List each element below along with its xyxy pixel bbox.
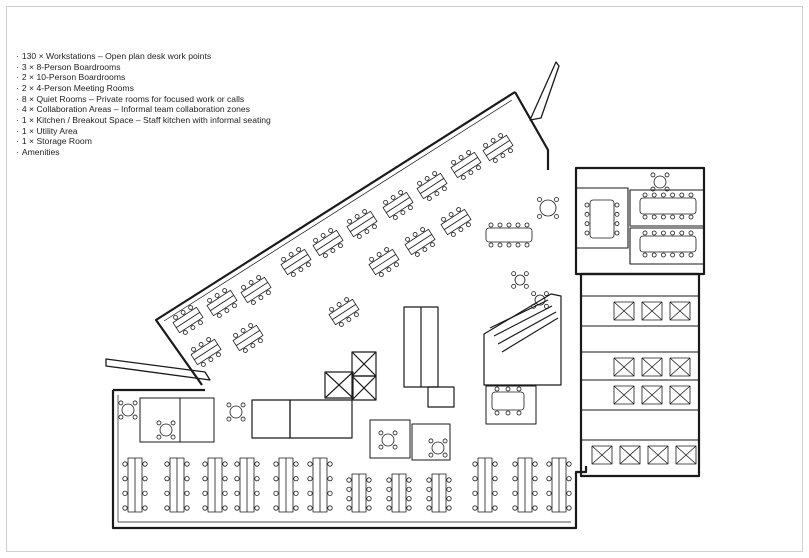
round-table — [537, 197, 559, 219]
legend-item-collaboration-areas: ·4 × Collaboration Areas – Informal team… — [16, 104, 250, 115]
desk-bank — [512, 457, 538, 513]
furniture-layer — [118, 133, 697, 513]
desk-cluster — [404, 227, 436, 257]
meeting-table — [584, 199, 620, 239]
desk-bank — [234, 457, 260, 513]
west-rooms — [139, 385, 537, 461]
envelope-inner-line — [117, 99, 571, 523]
meeting-table — [485, 222, 533, 248]
desk-bank — [426, 473, 452, 513]
quiet-room-furniture — [669, 385, 691, 405]
legend-item-kitchen-breakout: ·1 × Kitchen / Breakout Space – Staff ki… — [16, 114, 271, 125]
quiet-room-furniture — [641, 301, 663, 321]
quiet-room-furniture — [613, 357, 635, 377]
desk-bank — [273, 457, 299, 513]
round-table — [118, 400, 138, 420]
legend-item-10-person-boardrooms: ·2 × 10-Person Boardrooms — [16, 72, 126, 83]
quiet-room-furniture — [613, 385, 635, 405]
round-table — [650, 172, 670, 192]
quiet-room-furniture — [641, 357, 663, 377]
round-table — [156, 420, 176, 440]
desk-cluster — [280, 247, 312, 277]
desk-cluster — [312, 228, 344, 258]
entry-canopy — [105, 358, 211, 381]
quiet-room-furniture — [647, 445, 669, 465]
desk-cluster — [172, 305, 204, 335]
quiet-room-furniture — [619, 445, 641, 465]
legend-item-workstations: ·130 × Workstations – Open plan desk wor… — [16, 51, 212, 61]
quiet-room-furniture — [669, 357, 691, 377]
desk-bank — [202, 457, 228, 513]
desk-bank — [546, 457, 572, 513]
quiet-room-furniture — [669, 301, 691, 321]
round-table — [511, 271, 529, 289]
desk-bank — [164, 457, 190, 513]
quiet-room-furniture — [641, 385, 663, 405]
meeting-table — [491, 386, 525, 416]
desk-cluster — [240, 275, 272, 305]
desk-cluster — [328, 297, 360, 327]
desk-bank — [122, 457, 148, 513]
quiet-room-furniture — [613, 301, 635, 321]
legend-item-quiet-rooms: ·8 × Quiet Rooms – Private rooms for foc… — [16, 93, 245, 104]
east-rooms — [575, 187, 705, 441]
round-table — [531, 291, 549, 309]
desk-cluster — [206, 288, 238, 318]
legend-item-utility-area: ·1 × Utility Area — [16, 125, 78, 136]
meeting-table — [639, 192, 697, 220]
round-table — [226, 402, 246, 422]
desk-cluster — [450, 150, 482, 180]
desk-cluster — [232, 323, 264, 353]
drawing-frame — [6, 6, 803, 552]
round-table — [428, 438, 448, 458]
desk-cluster — [368, 247, 400, 277]
legend-item-amenities: ·Amenities — [16, 146, 60, 157]
legend-item-storage-room: ·1 × Storage Room — [16, 136, 92, 147]
desk-bank — [472, 457, 498, 513]
desk-cluster — [346, 209, 378, 239]
desk-cluster — [382, 190, 414, 220]
desk-cluster — [440, 207, 472, 237]
legend-item-4-person-meeting-rooms: ·2 × 4-Person Meeting Rooms — [16, 82, 134, 93]
desk-bank — [307, 457, 333, 513]
desk-cluster — [190, 337, 222, 367]
desk-cluster — [416, 171, 448, 201]
desk-bank — [386, 473, 412, 513]
quiet-room-furniture — [675, 445, 697, 465]
desk-bank — [346, 473, 372, 513]
floor-plan-legend: ·130 × Workstations – Open plan desk wor… — [16, 51, 271, 158]
desk-cluster — [482, 133, 514, 163]
building-core — [251, 293, 562, 439]
quiet-room-furniture — [591, 445, 613, 465]
north-fin — [529, 61, 560, 121]
round-table — [378, 430, 398, 450]
meeting-table — [639, 230, 697, 258]
legend-item-8-person-boardrooms: ·3 × 8-Person Boardrooms — [16, 61, 121, 72]
building-envelope — [111, 91, 706, 530]
